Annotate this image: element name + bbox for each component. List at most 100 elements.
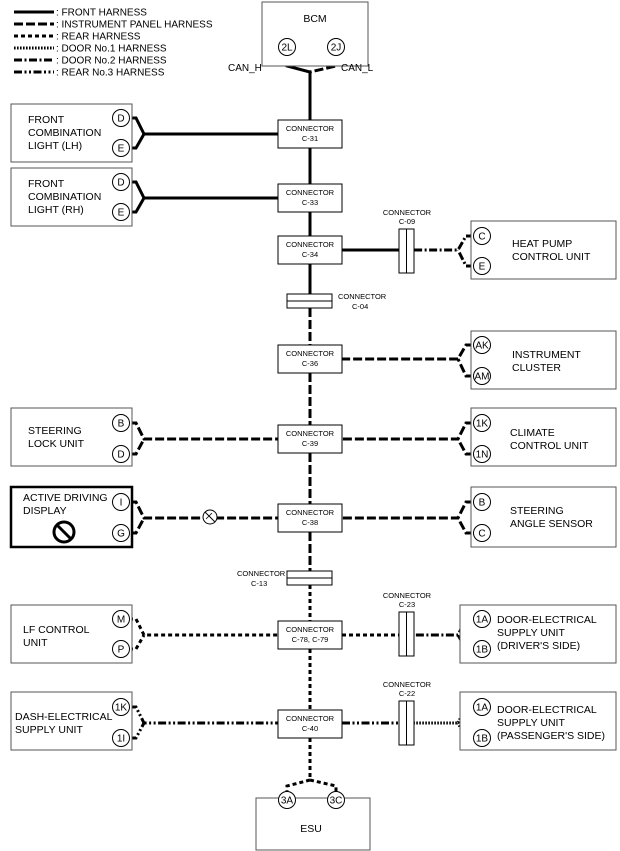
esu-3a-wire <box>285 778 311 792</box>
wire-steering-lock-unit-top <box>129 421 278 441</box>
esu-pin-3c: 3C <box>330 796 343 807</box>
steering-angle-sensor-box <box>470 486 617 548</box>
connector-c-78-c-79-box <box>277 620 343 650</box>
connector-c-36: CONNECTOR C-36 <box>277 344 343 374</box>
connector-c-40-label: CONNECTOR <box>286 714 335 723</box>
bcm-pin-2l-circle <box>278 38 296 56</box>
connector-c-40-box <box>277 709 343 739</box>
connector-c-78-c-79: CONNECTOR C-78, C-79 <box>277 620 343 650</box>
heat-pump-control-unit-pin-c-circle <box>473 227 491 245</box>
connector-c-34-label: CONNECTOR <box>286 240 335 249</box>
esu-box <box>255 797 371 851</box>
connector-c-78-c-79-label: CONNECTOR <box>286 625 335 634</box>
can-h-label: CAN_H <box>228 63 262 74</box>
connector-c-09-code: C-09 <box>399 217 415 226</box>
connector-c-36-box <box>277 344 343 374</box>
instrument-cluster-box <box>470 330 617 390</box>
bcm-pin-2j-circle <box>327 38 345 56</box>
dash-electrical-supply-unit-module: DASH-ELECTRICAL SUPPLY UNIT 1K 1I <box>10 691 133 751</box>
lf-control-unit-label-line-2: UNIT <box>23 637 48 649</box>
door-electrical-supply-unit-drivers-side-module: DOOR-ELECTRICAL SUPPLY UNIT (DRIVER'S SI… <box>459 604 617 664</box>
instrument-cluster-module: INSTRUMENT CLUSTER AK AM <box>470 330 617 390</box>
bcm-pin-2j: 2J <box>331 43 342 54</box>
connector-c-33-label: CONNECTOR <box>286 188 335 197</box>
connector-c-39-box <box>277 424 343 454</box>
connector-c-31-box <box>277 119 343 149</box>
climate-control-unit-label-line-2: CONTROL UNIT <box>510 440 589 452</box>
steering-lock-unit-pin-b: B <box>118 419 125 430</box>
can-l-label: CAN_L <box>341 63 374 74</box>
active-driving-display-label-line-1: ACTIVE DRIVING <box>23 492 108 504</box>
dash-electrical-supply-unit-pin-1k-circle <box>112 698 130 716</box>
wire-dash-electrical-supply-unit-top <box>129 705 278 725</box>
lf-control-unit-pin-p-circle <box>112 640 130 658</box>
connector-c-13-label: CONNECTOR <box>237 569 286 578</box>
steering-lock-unit-pin-d-circle <box>112 445 130 463</box>
door-electrical-supply-unit-passengers-side-label-line-2: SUPPLY UNIT <box>497 717 565 729</box>
connector-c-31-code: C-31 <box>302 134 318 143</box>
connector-c-22-label: CONNECTOR <box>383 680 432 689</box>
dash-electrical-supply-unit-label-line-1: DASH-ELECTRICAL <box>15 711 113 723</box>
esu-pin-3a-circle <box>278 791 296 809</box>
active-driving-display-pin-g-circle <box>112 524 130 542</box>
dash-electrical-supply-unit-pin-1i-circle <box>112 729 130 747</box>
connector-c-04-label: CONNECTOR <box>338 292 387 301</box>
dash-electrical-supply-unit-box <box>10 691 133 751</box>
connector-c-33-box <box>277 183 343 213</box>
door-electrical-supply-unit-drivers-side-label-line-1: DOOR-ELECTRICAL <box>497 614 597 626</box>
steering-lock-unit-module: STEERING LOCK UNIT B D <box>10 407 133 467</box>
connector-c-04-code: C-04 <box>352 302 368 311</box>
door-electrical-supply-unit-passengers-side-label-line-3: (PASSENGER'S SIDE) <box>497 730 605 742</box>
esu-3c-wire <box>309 778 338 792</box>
door-electrical-supply-unit-drivers-side-label-line-2: SUPPLY UNIT <box>497 627 565 639</box>
steering-lock-unit-label-line-1: STEERING <box>28 425 82 437</box>
legend-label-rear3: : REAR No.3 HARNESS <box>56 68 165 79</box>
lf-control-unit-label-line-1: LF CONTROL <box>23 624 90 636</box>
dash-electrical-supply-unit-pin-1i: 1I <box>117 734 125 745</box>
legend-label-rear: : REAR HARNESS <box>56 32 141 43</box>
wire-lf-control-unit-top <box>129 617 278 637</box>
connector-c-31: CONNECTOR C-31 <box>277 119 343 149</box>
front-combination-light-lh-pin-e: E <box>118 144 125 155</box>
door-electrical-supply-unit-drivers-side-pin-1b: 1B <box>476 645 489 656</box>
lf-control-unit-box <box>10 604 133 664</box>
connector-c-78-c-79-code: C-78, C-79 <box>292 635 329 644</box>
steering-lock-unit-box <box>10 407 133 467</box>
connector-c-36-code: C-36 <box>302 359 318 368</box>
connector-c-31-label: CONNECTOR <box>286 124 335 133</box>
instrument-cluster-pin-am-circle <box>473 367 491 385</box>
door-electrical-supply-unit-passengers-side-pin-1a-circle <box>473 698 491 716</box>
wire-heat-pump-control-unit-top <box>414 234 474 252</box>
steering-angle-sensor-module: STEERING ANGLE SENSOR B C <box>470 486 617 548</box>
lf-control-unit-pin-m: M <box>117 615 125 626</box>
connector-c-34: CONNECTOR C-34 <box>277 235 343 265</box>
lf-control-unit-module: LF CONTROL UNIT M P <box>10 604 133 664</box>
front-combination-light-lh-module: FRONT COMBINATION LIGHT (LH) D E <box>10 103 133 163</box>
climate-control-unit-module: CLIMATE CONTROL UNIT 1K 1N <box>470 407 617 467</box>
front-combination-light-lh-box <box>10 103 133 163</box>
climate-control-unit-pin-1n-circle <box>473 445 491 463</box>
front-combination-light-rh-label-line-1: FRONT <box>28 178 65 190</box>
climate-control-unit-label-line-1: CLIMATE <box>510 427 555 439</box>
front-combination-light-lh-label-line-1: FRONT <box>28 114 65 126</box>
climate-control-unit-pin-1k: 1K <box>476 419 489 430</box>
front-combination-light-rh-pin-e-circle <box>112 203 130 221</box>
active-driving-display-pin-g: G <box>117 529 125 540</box>
esu-label: ESU <box>300 823 322 835</box>
connector-c-39: CONNECTOR C-39 <box>277 424 343 454</box>
legend-label-ip: : INSTRUMENT PANEL HARNESS <box>56 20 213 31</box>
connector-c-22-code: C-22 <box>399 689 415 698</box>
connector-c-23-label: CONNECTOR <box>383 591 432 600</box>
bcm-label: BCM <box>303 13 326 25</box>
lf-control-unit-pin-m-circle <box>112 610 130 628</box>
heat-pump-control-unit-pin-e: E <box>479 262 486 273</box>
steering-lock-unit-pin-b-circle <box>112 414 130 432</box>
active-driving-display-label-line-2: DISPLAY <box>23 505 67 517</box>
connector-c-39-label: CONNECTOR <box>286 429 335 438</box>
front-combination-light-lh-pin-e-circle <box>112 139 130 157</box>
front-combination-light-lh-label-line-2: COMBINATION <box>28 127 101 139</box>
front-combination-light-lh-label-line-3: LIGHT (LH) <box>28 140 82 152</box>
door-electrical-supply-unit-drivers-side-label-line-3: (DRIVER'S SIDE) <box>497 640 580 652</box>
heat-pump-control-unit-label-line-1: HEAT PUMP <box>512 238 572 250</box>
connector-c-23-code: C-23 <box>399 600 415 609</box>
